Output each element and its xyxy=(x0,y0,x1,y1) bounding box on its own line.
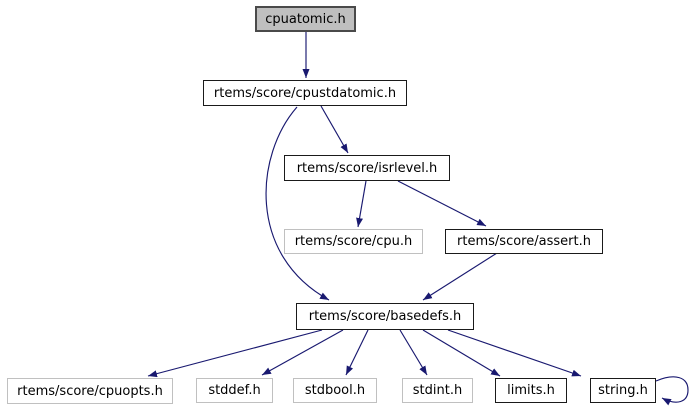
node-label: stdint.h xyxy=(412,383,463,398)
edge-cpustdatomic-to-basedefs xyxy=(265,106,330,301)
edge-basedefs-to-cpuopts xyxy=(147,329,323,378)
edge-isrlevel-to-assert xyxy=(397,180,487,227)
node-label: limits.h xyxy=(507,383,555,398)
node-label: rtems/score/cpu.h xyxy=(294,234,413,249)
node-label: rtems/score/isrlevel.h xyxy=(296,160,438,176)
node-label: rtems/score/basedefs.h xyxy=(308,309,462,324)
edge-basedefs-to-stddef xyxy=(261,329,344,376)
node-string-h[interactable]: string.h xyxy=(590,378,656,403)
node-cpuatomic-h: cpuatomic.h xyxy=(255,6,356,32)
edge-basedefs-to-stdbool xyxy=(345,329,369,376)
node-stdbool-h: stdbool.h xyxy=(293,378,377,403)
node-label: rtems/score/assert.h xyxy=(457,234,591,249)
node-label: stddef.h xyxy=(208,383,261,398)
edge-assert-to-basedefs xyxy=(422,252,498,301)
node-limits-h[interactable]: limits.h xyxy=(495,378,567,403)
node-stddef-h: stddef.h xyxy=(196,378,273,403)
node-stdint-h: stdint.h xyxy=(402,378,473,403)
edge-cpustdatomic-to-isrlevel xyxy=(320,105,349,154)
node-rtems-score-cpu-h: rtems/score/cpu.h xyxy=(284,229,423,254)
edge-basedefs-to-stdint xyxy=(399,329,428,376)
node-label: rtems/score/cpuopts.h xyxy=(17,383,163,399)
edge-basedefs-to-limits xyxy=(422,329,501,377)
node-label: cpuatomic.h xyxy=(265,11,346,27)
node-label: rtems/score/cpustdatomic.h xyxy=(213,85,397,101)
node-rtems-score-assert-h[interactable]: rtems/score/assert.h xyxy=(445,229,603,254)
edge-basedefs-to-string xyxy=(447,329,582,377)
node-label: string.h xyxy=(598,383,648,398)
node-rtems-score-basedefs-h[interactable]: rtems/score/basedefs.h xyxy=(296,303,474,330)
node-label: stdbool.h xyxy=(304,383,366,398)
node-rtems-score-isrlevel-h[interactable]: rtems/score/isrlevel.h xyxy=(284,155,450,181)
edge-isrlevel-to-cpu xyxy=(356,180,367,228)
edge-string-self-loop xyxy=(655,376,689,406)
node-rtems-score-cpuopts-h: rtems/score/cpuopts.h xyxy=(7,378,173,404)
node-rtems-score-cpustdatomic-h[interactable]: rtems/score/cpustdatomic.h xyxy=(203,80,407,106)
